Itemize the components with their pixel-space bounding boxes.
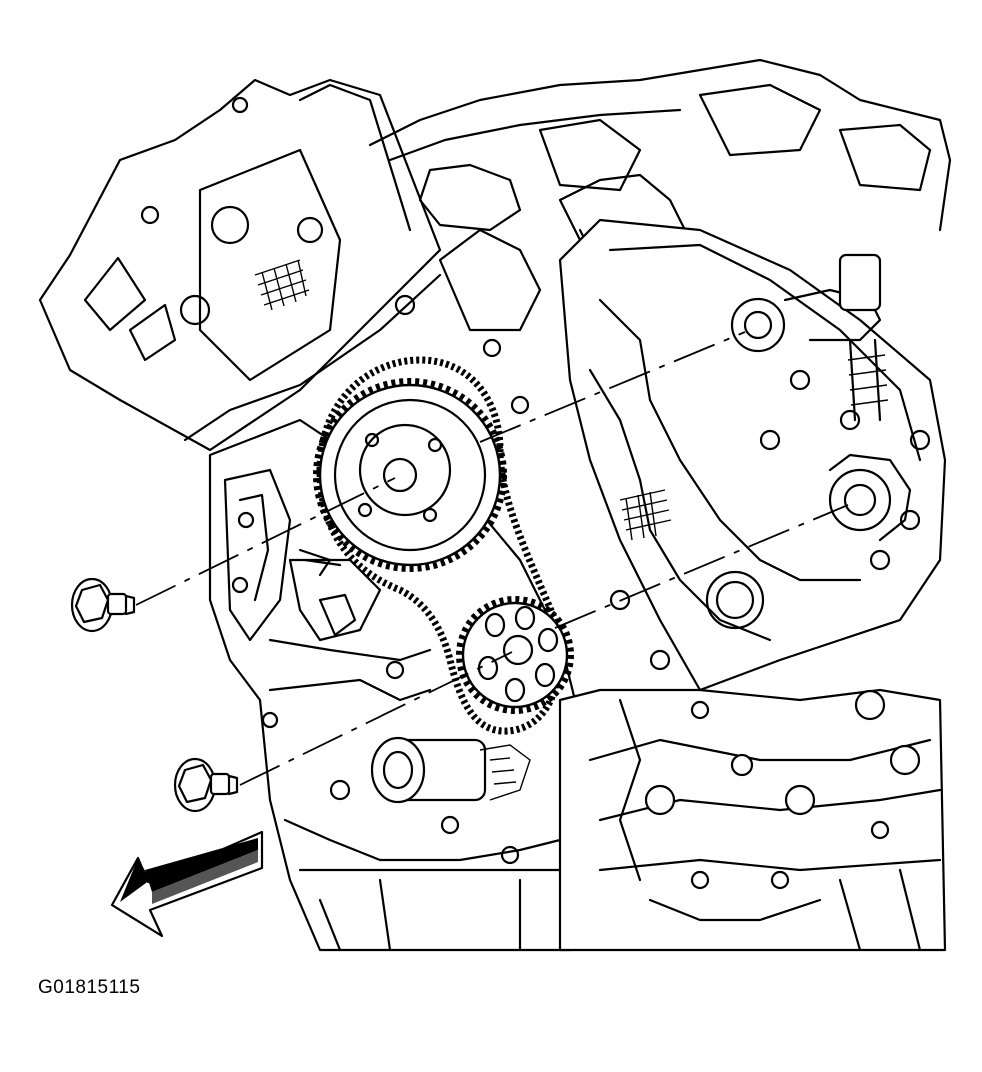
engine-block — [208, 338, 592, 952]
front-of-engine-arrow — [110, 830, 264, 938]
left-cylinder-head — [38, 78, 442, 452]
lower-block — [558, 688, 947, 952]
sprocket-bolt-lower — [173, 757, 239, 813]
figure-id-label: G01815115 — [38, 977, 141, 998]
lower-cam-hub — [828, 429, 931, 542]
bolt-alignment-lines — [135, 331, 849, 786]
right-cylinder-head — [558, 218, 947, 692]
chain-tensioner — [370, 736, 531, 865]
sprocket-bolt-upper — [70, 577, 136, 633]
crankshaft-sprocket — [456, 596, 574, 714]
head-grid-mark — [254, 259, 310, 311]
upper-cam-hub — [730, 253, 889, 422]
intake-manifold — [368, 58, 952, 332]
right-head-grid-mark — [619, 489, 672, 541]
camshaft-sprocket — [313, 378, 507, 572]
